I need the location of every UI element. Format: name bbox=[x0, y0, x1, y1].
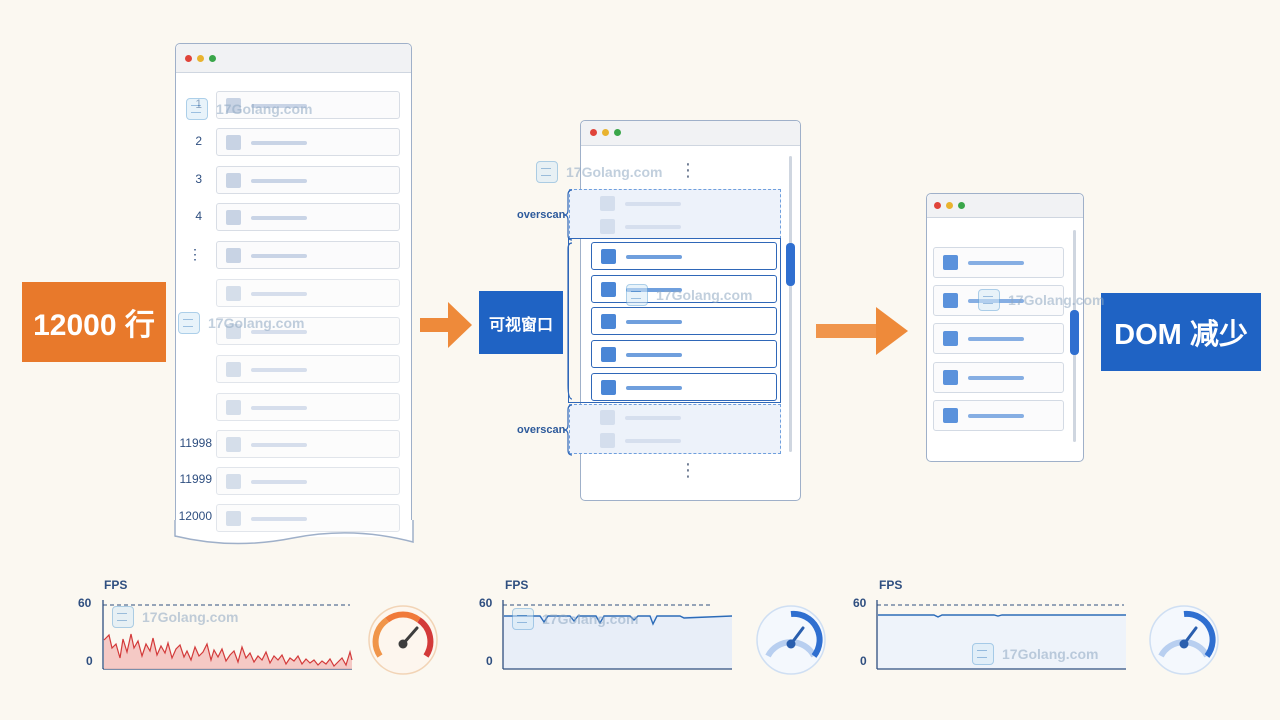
fps-tick-min: 0 bbox=[860, 654, 867, 668]
visible-row bbox=[591, 307, 777, 335]
close-dot-icon[interactable] bbox=[934, 202, 941, 209]
fps-tick-max: 60 bbox=[479, 596, 493, 610]
rendered-row bbox=[933, 400, 1064, 431]
watermark-logo-icon bbox=[186, 98, 208, 120]
overscan-row bbox=[591, 192, 779, 214]
row-number: 12000 bbox=[178, 509, 212, 523]
maximize-dot-icon[interactable] bbox=[614, 129, 621, 136]
watermark: 17Golang.com bbox=[512, 608, 638, 630]
watermark: 17Golang.com bbox=[536, 161, 662, 183]
fps-axis-title: FPS bbox=[505, 578, 529, 592]
maximize-dot-icon[interactable] bbox=[209, 55, 216, 62]
row-count-badge: 12000 行 bbox=[22, 282, 166, 362]
fps-tick-max: 60 bbox=[853, 596, 867, 610]
rendered-row bbox=[933, 362, 1064, 393]
watermark-logo-icon bbox=[978, 289, 1000, 311]
ellipsis-top: ⋮ bbox=[679, 160, 697, 181]
row-number: 2 bbox=[195, 134, 202, 148]
watermark: 17Golang.com bbox=[178, 312, 304, 334]
watermark: 17Golang.com bbox=[626, 284, 752, 306]
watermark-logo-icon bbox=[178, 312, 200, 334]
fps-jank-line bbox=[103, 633, 353, 667]
fps-chart-smooth bbox=[876, 600, 1126, 670]
overscan-label-bottom: overscan bbox=[517, 424, 566, 436]
watermark-logo-icon bbox=[626, 284, 648, 306]
window-titlebar bbox=[927, 194, 1083, 218]
watermark: 17Golang.com bbox=[112, 606, 238, 628]
speedometer-bad-icon bbox=[368, 605, 438, 675]
minimize-dot-icon[interactable] bbox=[197, 55, 204, 62]
overscan-row bbox=[591, 429, 779, 451]
visible-row bbox=[591, 373, 777, 401]
watermark-logo-icon bbox=[536, 161, 558, 183]
close-dot-icon[interactable] bbox=[185, 55, 192, 62]
list-row bbox=[216, 203, 400, 231]
window-titlebar bbox=[581, 121, 800, 146]
fps-chart-janky bbox=[102, 600, 353, 670]
list-row bbox=[216, 467, 400, 495]
arrow-right-icon bbox=[816, 307, 908, 355]
fps-tick-min: 0 bbox=[486, 654, 493, 668]
dom-reduced-badge: DOM 减少 bbox=[1101, 293, 1261, 371]
row-number: 11998 bbox=[179, 436, 212, 450]
speedometer-good-icon bbox=[1149, 605, 1219, 675]
list-row bbox=[216, 279, 400, 307]
scrollbar-track[interactable] bbox=[789, 156, 792, 452]
rendered-row bbox=[933, 323, 1064, 354]
watermark-logo-icon bbox=[112, 606, 134, 628]
scrollbar-thumb[interactable] bbox=[786, 243, 795, 286]
visible-row bbox=[591, 340, 777, 368]
row-number: 11999 bbox=[179, 472, 212, 486]
list-row bbox=[216, 393, 400, 421]
watermark-logo-icon bbox=[512, 608, 534, 630]
row-ellipsis: ⋮ bbox=[188, 246, 202, 262]
speedometer-good-icon bbox=[756, 605, 826, 675]
overscan-brackets bbox=[563, 189, 573, 456]
window-titlebar bbox=[176, 44, 411, 73]
row-number: 3 bbox=[195, 172, 202, 186]
overscan-row bbox=[591, 406, 779, 428]
visible-row bbox=[591, 242, 777, 270]
minimize-dot-icon[interactable] bbox=[946, 202, 953, 209]
watermark: 17Golang.com bbox=[972, 643, 1098, 665]
visible-window-badge: 可视窗口 bbox=[479, 291, 563, 354]
overscan-row bbox=[591, 215, 779, 237]
fps-tick-max: 60 bbox=[78, 596, 92, 610]
visible-row bbox=[591, 275, 777, 303]
list-row bbox=[216, 504, 400, 532]
list-row bbox=[216, 241, 400, 269]
fps-tick-min: 0 bbox=[86, 654, 93, 668]
scrollbar-thumb[interactable] bbox=[1070, 310, 1079, 355]
list-row bbox=[216, 91, 400, 119]
close-dot-icon[interactable] bbox=[590, 129, 597, 136]
fps-axis-title: FPS bbox=[879, 578, 903, 592]
list-row bbox=[216, 166, 400, 194]
maximize-dot-icon[interactable] bbox=[958, 202, 965, 209]
list-row bbox=[216, 355, 400, 383]
ellipsis-bottom: ⋮ bbox=[679, 460, 697, 481]
rendered-row bbox=[933, 247, 1064, 278]
watermark: 17Golang.com bbox=[978, 289, 1104, 311]
overscan-label-top: overscan bbox=[517, 209, 566, 221]
list-row bbox=[216, 430, 400, 458]
arrow-right-icon bbox=[420, 302, 472, 348]
list-row bbox=[216, 128, 400, 156]
fps-jank-area bbox=[104, 634, 352, 669]
list-row bbox=[216, 317, 400, 345]
watermark: 17Golang.com bbox=[186, 98, 312, 120]
fps-chart-smooth bbox=[502, 600, 733, 670]
row-number: 4 bbox=[195, 209, 202, 223]
minimize-dot-icon[interactable] bbox=[602, 129, 609, 136]
watermark-logo-icon bbox=[972, 643, 994, 665]
fps-axis-title: FPS bbox=[104, 578, 128, 592]
